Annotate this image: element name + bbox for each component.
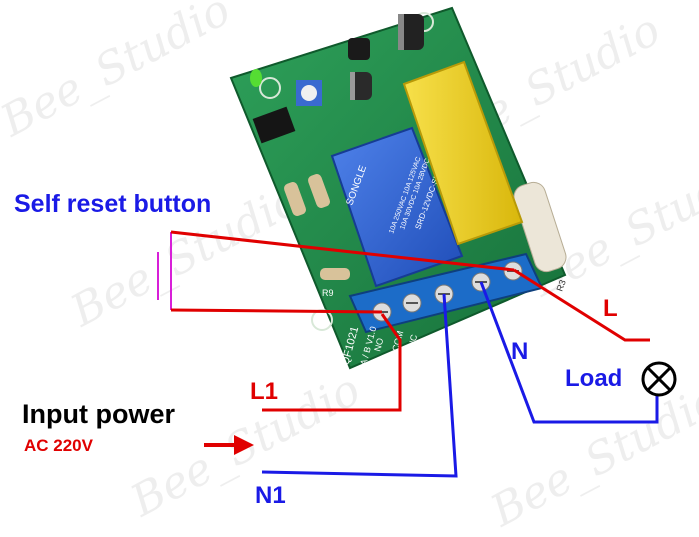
arrow-right-icon [204,435,254,455]
live-wire [170,230,650,412]
electrolytic-capacitor [398,14,424,50]
self-reset-button-label: Self reset button [14,190,212,218]
ac-voltage-label: AC 220V [24,436,93,455]
input-power-label: Input power [22,399,175,429]
resistor-label-r3: R3 [554,278,567,292]
electrolytic-capacitor [350,72,372,100]
resistor-label-r9: R9 [322,288,334,298]
resistor [320,268,350,280]
terminal-label-l: L [504,307,515,314]
power-resistor [513,181,567,273]
l1-label: L1 [250,378,279,405]
n1-label: N1 [255,482,286,509]
neutral-wire [261,281,659,478]
terminal-block [348,252,544,334]
terminal-label-nc: NC [406,333,419,349]
reset-button-symbol [157,232,172,310]
l-label: L [603,295,618,322]
ic-chip [252,106,296,144]
resistor [308,174,330,208]
n-label: N [511,338,529,365]
relay: SONGLE 10A 250VAC 10A 125VAC 10A 30VDC 1… [330,126,464,288]
transistor [348,38,370,60]
terminal-screw [402,293,422,313]
terminal-label-n: N [478,314,489,323]
x-capacitor [402,60,524,246]
resistor [284,182,306,216]
potentiometer [296,80,322,106]
load-lamp-icon [641,361,677,397]
terminal-label-no: NO [372,337,385,353]
green-led [250,69,262,87]
load-label: Load [565,365,623,392]
